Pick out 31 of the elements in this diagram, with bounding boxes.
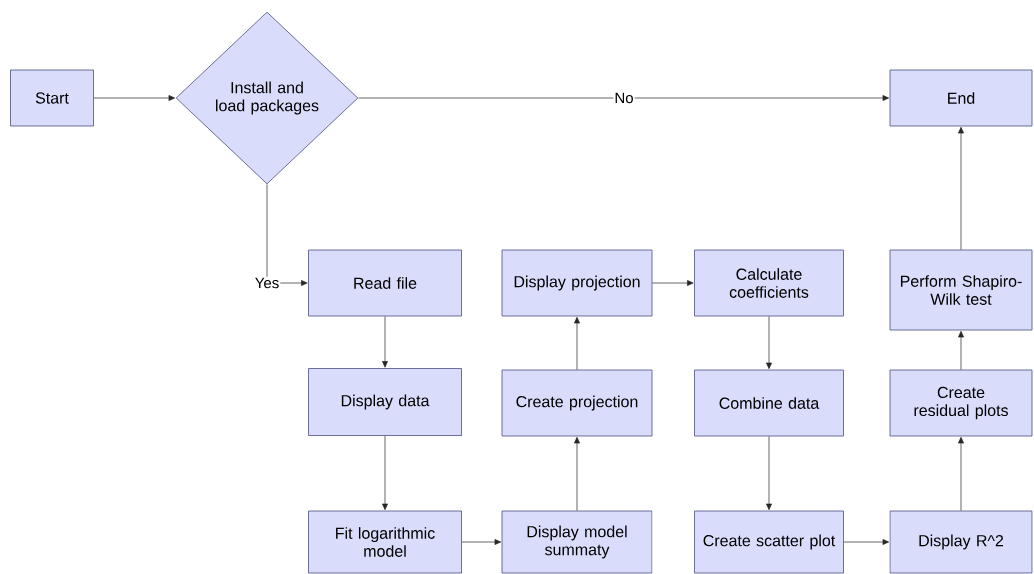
arrow bbox=[574, 316, 580, 370]
arrow bbox=[766, 316, 772, 370]
process-box: Perform Shapiro-Wilk test bbox=[889, 249, 1033, 331]
process-box: Calculate coefficients bbox=[694, 249, 844, 317]
process-box: Display R^2 bbox=[889, 510, 1033, 574]
arrow bbox=[266, 184, 308, 286]
edge-label: No bbox=[613, 91, 635, 105]
process-box: Display data bbox=[308, 368, 462, 436]
arrow bbox=[958, 126, 964, 250]
process-box: Start bbox=[10, 69, 94, 127]
arrow bbox=[382, 435, 388, 511]
arrow bbox=[766, 436, 772, 511]
arrow bbox=[574, 436, 580, 511]
process-box: Display projection bbox=[501, 249, 653, 317]
process-box: Fit logarithmic model bbox=[308, 510, 462, 574]
arrow bbox=[958, 330, 964, 370]
arrow bbox=[93, 95, 176, 101]
process-box: Read file bbox=[308, 249, 462, 317]
process-box: Display model summaty bbox=[501, 510, 653, 574]
arrow bbox=[382, 316, 388, 368]
process-box: Create residual plots bbox=[889, 369, 1033, 437]
arrow bbox=[358, 95, 890, 101]
arrow bbox=[843, 539, 890, 545]
arrow bbox=[958, 436, 964, 511]
arrow bbox=[461, 539, 502, 545]
process-box: Combine data bbox=[694, 369, 844, 437]
process-box: End bbox=[889, 69, 1033, 127]
arrow bbox=[652, 280, 694, 286]
edge-label: Yes bbox=[253, 276, 281, 290]
process-box: Create projection bbox=[501, 369, 653, 437]
process-box: Create scatter plot bbox=[694, 510, 844, 574]
